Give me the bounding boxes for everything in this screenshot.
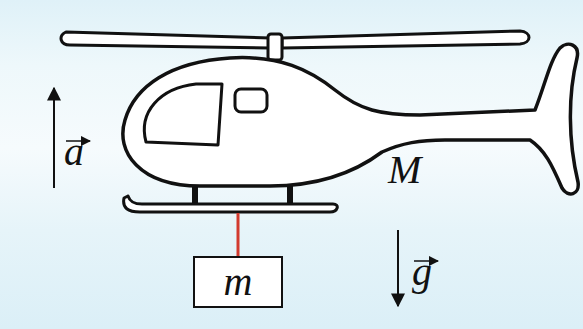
mass-box: m bbox=[193, 256, 283, 308]
gravity-arrow bbox=[397, 230, 399, 306]
rope bbox=[237, 213, 240, 257]
acceleration-symbol: a bbox=[64, 132, 84, 172]
helicopter-mass: M bbox=[388, 150, 421, 190]
rotor-blade bbox=[61, 32, 270, 48]
side-window bbox=[235, 89, 267, 112]
front-window bbox=[144, 84, 222, 145]
landing-skid bbox=[124, 196, 338, 212]
mass-symbol: m bbox=[224, 262, 253, 302]
helicopter-body bbox=[123, 44, 578, 194]
acceleration-arrow bbox=[53, 88, 55, 188]
rotor-hub bbox=[268, 34, 282, 60]
gravity-symbol: g bbox=[412, 252, 432, 292]
rotor-blade bbox=[282, 31, 529, 48]
